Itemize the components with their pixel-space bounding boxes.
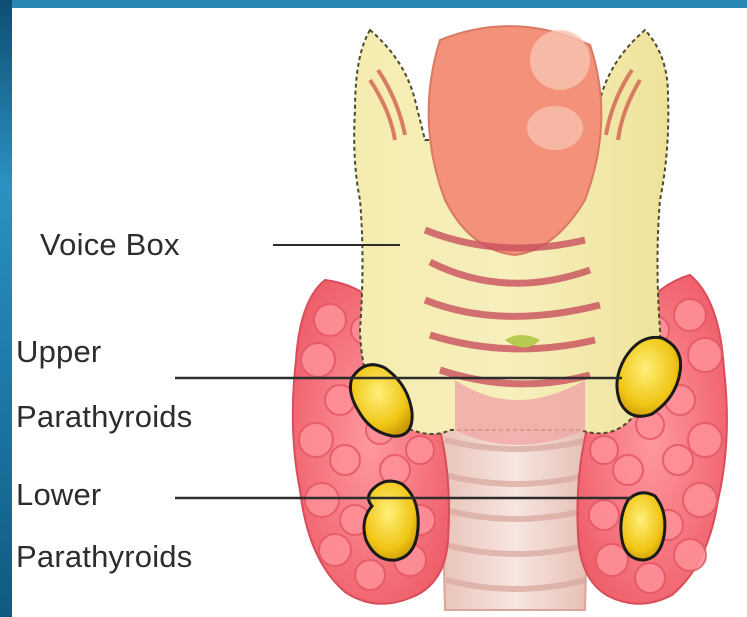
lower-right-parathyroid xyxy=(621,493,665,560)
upper-parathyroids-label-line2: Parathyroids xyxy=(16,400,192,434)
lower-parathyroids-label-line2: Parathyroids xyxy=(16,540,192,574)
voice-box-label: Voice Box xyxy=(40,228,180,262)
lower-parathyroids-label-line1: Lower xyxy=(16,478,101,512)
upper-parathyroids-label-line1: Upper xyxy=(16,335,101,369)
lower-left-parathyroid xyxy=(364,481,418,560)
